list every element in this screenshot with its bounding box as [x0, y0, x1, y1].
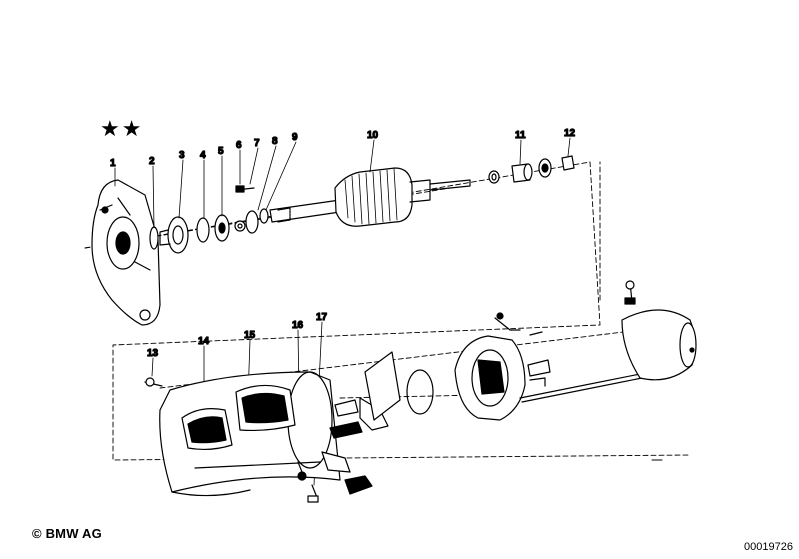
callout-3: 3 [179, 150, 185, 161]
bolt-13 [144, 377, 163, 387]
star-markers: ★★ [100, 116, 144, 141]
pole-housing [159, 371, 341, 497]
bushing-11 [511, 163, 533, 183]
callout-16: 16 [292, 320, 304, 331]
callout-13: 13 [147, 348, 159, 359]
commutator-end-shield [454, 312, 551, 421]
callout-labels: 1 2 3 4 5 6 7 8 9 10 11 12 13 14 15 16 1… [109, 127, 576, 359]
callout-15: 15 [244, 330, 256, 341]
callout-9: 9 [292, 132, 298, 143]
callout-6: 6 [236, 140, 242, 151]
callout-10: 10 [367, 130, 379, 141]
callout-5: 5 [218, 146, 224, 157]
callout-8: 8 [272, 136, 278, 147]
gear-12 [538, 155, 575, 178]
ring-9 [259, 208, 269, 224]
washer-2 [149, 226, 159, 250]
callout-2: 2 [149, 156, 155, 167]
end-cap [621, 309, 697, 381]
nut-7 [234, 220, 246, 232]
washer-small [488, 170, 500, 184]
ring-4 [196, 217, 210, 243]
field-coil-14 [181, 408, 233, 451]
armature-10 [269, 167, 471, 227]
callout-1: 1 [110, 158, 116, 169]
bearing-3 [159, 216, 189, 254]
drive-end-bracket [91, 179, 161, 326]
callout-4: 4 [200, 150, 206, 161]
callout-14: 14 [198, 336, 210, 347]
callout-12: 12 [564, 128, 576, 139]
o-ring [406, 369, 434, 415]
washer-8 [245, 210, 259, 234]
field-coil-15 [235, 384, 296, 432]
callout-11: 11 [515, 130, 526, 141]
callout-7: 7 [254, 138, 260, 149]
screw-16 [297, 461, 307, 481]
cover-plate [364, 351, 401, 421]
screw-6 [235, 185, 255, 193]
callout-17: 17 [316, 312, 328, 323]
copyright-text: © BMW AG [32, 526, 102, 541]
image-number: 00019726 [744, 541, 793, 553]
cap-screw [624, 280, 636, 305]
screw-17 [307, 484, 319, 503]
through-bolts [519, 371, 653, 403]
drive-pinion-5 [214, 214, 230, 242]
